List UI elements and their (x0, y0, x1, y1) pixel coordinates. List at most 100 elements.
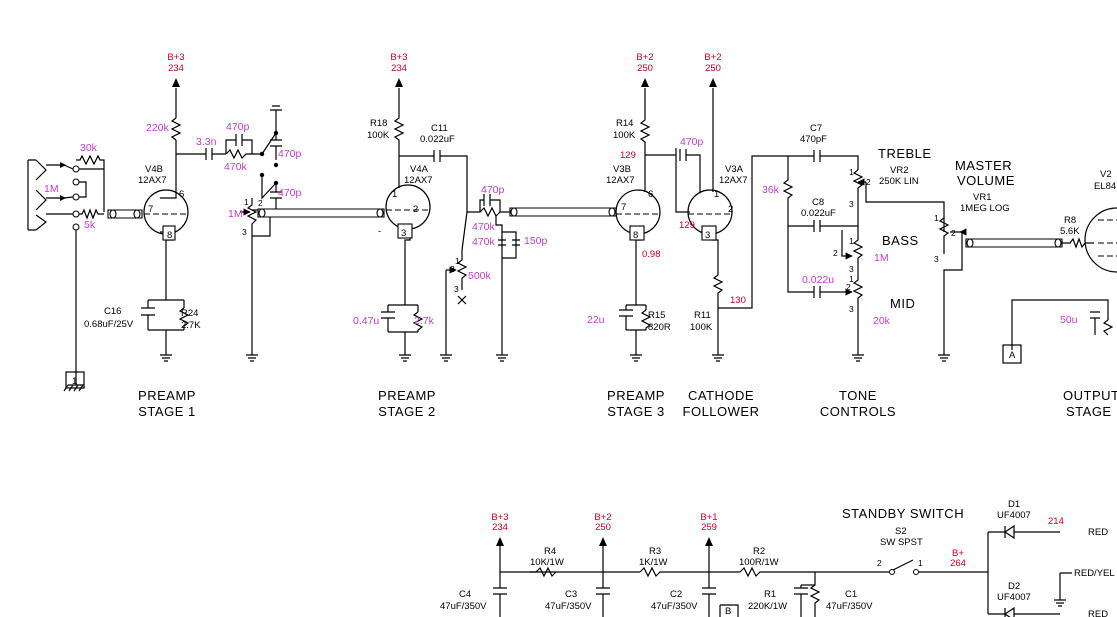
label-5k: 5k (84, 219, 96, 231)
label-mv-p1: 1 (934, 213, 939, 223)
label-pot-1M: 1M (228, 208, 243, 220)
label-c1: C1 (845, 589, 857, 600)
pin-label: 2 (413, 204, 418, 215)
tube-v4a-type: 12AX7 (404, 175, 433, 186)
label-r8: R8 (1064, 215, 1076, 226)
label-470k-s2a: 470k (472, 221, 496, 233)
label-treble: TREBLE (878, 146, 932, 161)
label-c3-value: 47uF/350V (545, 601, 592, 612)
label-r24: R24 (181, 308, 198, 319)
label-sw-2: 2 (877, 558, 882, 568)
label-c2: C2 (670, 589, 682, 600)
tube-v3a-name: V3A (725, 164, 744, 175)
label-500k: 500k (468, 270, 492, 282)
section-labels: PREAMP STAGE 1 PREAMP STAGE 2 PREAMP STA… (138, 388, 1117, 419)
label-1M-input: 1M (44, 183, 59, 195)
pin-labels: 6 7 8 1 2 3 6 7 8 1 2 3 (148, 189, 733, 241)
tube-v3a-type: 12AX7 (719, 175, 748, 186)
label-220k: 220k (146, 122, 170, 134)
label-r24-value: 2.7K (181, 320, 201, 331)
label-150p: 150p (524, 235, 548, 247)
pin-label: 8 (167, 230, 172, 241)
label-r2: R2 (753, 546, 765, 557)
label-pot-p3: 3 (454, 284, 459, 294)
label-470p-s2: 470p (481, 184, 505, 196)
section-output-line2: STAGE (1066, 404, 1112, 419)
label-c16-value: 0.68uF/25V (84, 319, 134, 330)
label-sw2: 2 (258, 198, 263, 208)
label-r11-value: 100K (690, 322, 713, 333)
stage3-labels: R14 100K 129 129 470p 0.98 22u R15 820R … (587, 118, 746, 333)
label-t2: 2 (866, 177, 871, 187)
label-master: MASTER (955, 158, 1012, 173)
pin-label: 6 (648, 189, 653, 200)
label-r3: R3 (649, 546, 661, 557)
label-r14-value: 100K (613, 130, 636, 141)
label-c11-value: 0.022uF (420, 134, 455, 145)
tube-labels: V4B 12AX7 V4A 12AX7 V3B 12AX7 V3A 12AX7 … (138, 164, 1116, 192)
supply-s3-name: B+2 (636, 52, 653, 63)
tube-v2-type: EL84 (1094, 181, 1116, 192)
label-red-b: RED (1088, 609, 1108, 617)
label-ground-box: 1 (72, 376, 77, 387)
label-m2: 2 (846, 282, 851, 292)
label-s2-value: SW SPST (880, 537, 923, 548)
label-30k: 30k (80, 142, 98, 154)
label-r18: R18 (370, 118, 387, 129)
label-c7: C7 (810, 123, 822, 134)
label-36k: 36k (762, 184, 780, 196)
label-mv-p3: 3 (934, 254, 939, 264)
label-470p-s3: 470p (680, 136, 704, 148)
label-d1-value: UF4007 (997, 510, 1031, 521)
label-c16: C16 (104, 306, 121, 317)
label-2k7: 2.7k (414, 315, 435, 327)
supply-p3-voltage: 259 (701, 522, 717, 533)
section-tone-line2: CONTROLS (820, 404, 896, 419)
supply-s2-name: B+3 (390, 52, 407, 63)
label-047u: 0.47u (353, 315, 379, 327)
master-volume-circuit (938, 207, 1117, 364)
master-labels: MASTER VOLUME VR1 1MEG LOG 1 2 3 A (934, 158, 1016, 361)
label-470p-c: 470p (278, 187, 302, 199)
pin-label: 6 (179, 189, 184, 200)
supply-diode-voltage: 214 (1048, 516, 1064, 527)
label-d2-value: UF4007 (997, 592, 1031, 603)
label-d1: D1 (1008, 499, 1020, 510)
supply-p1-voltage: 234 (492, 522, 508, 533)
label-b1: 1 (849, 236, 854, 246)
label-c2-value: 47uF/350V (651, 601, 698, 612)
label-470p-a: 470p (226, 121, 250, 133)
label-r18-value: 100K (367, 130, 390, 141)
label-mid: MID (890, 296, 915, 311)
label-022u: 0.022u (802, 274, 834, 286)
label-s2: S2 (895, 526, 907, 537)
label-c8: C8 (812, 197, 824, 208)
label-r15: R15 (648, 310, 665, 321)
label-m1: 1 (849, 274, 854, 284)
label-c11: C11 (431, 123, 448, 134)
label-bass: BASS (882, 233, 919, 248)
supply-labels: B+3 234 B+3 234 B+2 250 B+2 250 B+3 234 … (167, 52, 1063, 569)
tube-v4a-name: V4A (410, 164, 429, 175)
label-sw3: 3 (242, 227, 247, 237)
label-c4: C4 (459, 589, 471, 600)
label-130: 130 (730, 295, 746, 306)
tone-stack (782, 150, 945, 362)
section-tone-line1: TONE (839, 388, 877, 403)
label-sw1: 1 (244, 197, 249, 207)
label-r4-value: 10K/1W (530, 557, 564, 568)
label-redyel: RED/YEL (1074, 568, 1115, 579)
tone-labels: C7 470pF TREBLE VR2 250K LIN 36k C8 0.02… (762, 123, 932, 327)
supply-s1-name: B+3 (167, 52, 184, 63)
label-r11: R11 (694, 310, 711, 321)
label-r15-value: 820R (648, 322, 671, 333)
section-preamp3-line1: PREAMP (607, 388, 665, 403)
label-c7-value: 470pF (800, 134, 827, 145)
supply-s3-voltage: 250 (637, 63, 653, 74)
stage1-circuit (27, 88, 385, 392)
stage3-circuit (615, 88, 814, 362)
pin-label: 1 (714, 189, 719, 200)
supply-p3-name: B+1 (700, 512, 717, 523)
supply-s1-voltage: 234 (168, 63, 184, 74)
